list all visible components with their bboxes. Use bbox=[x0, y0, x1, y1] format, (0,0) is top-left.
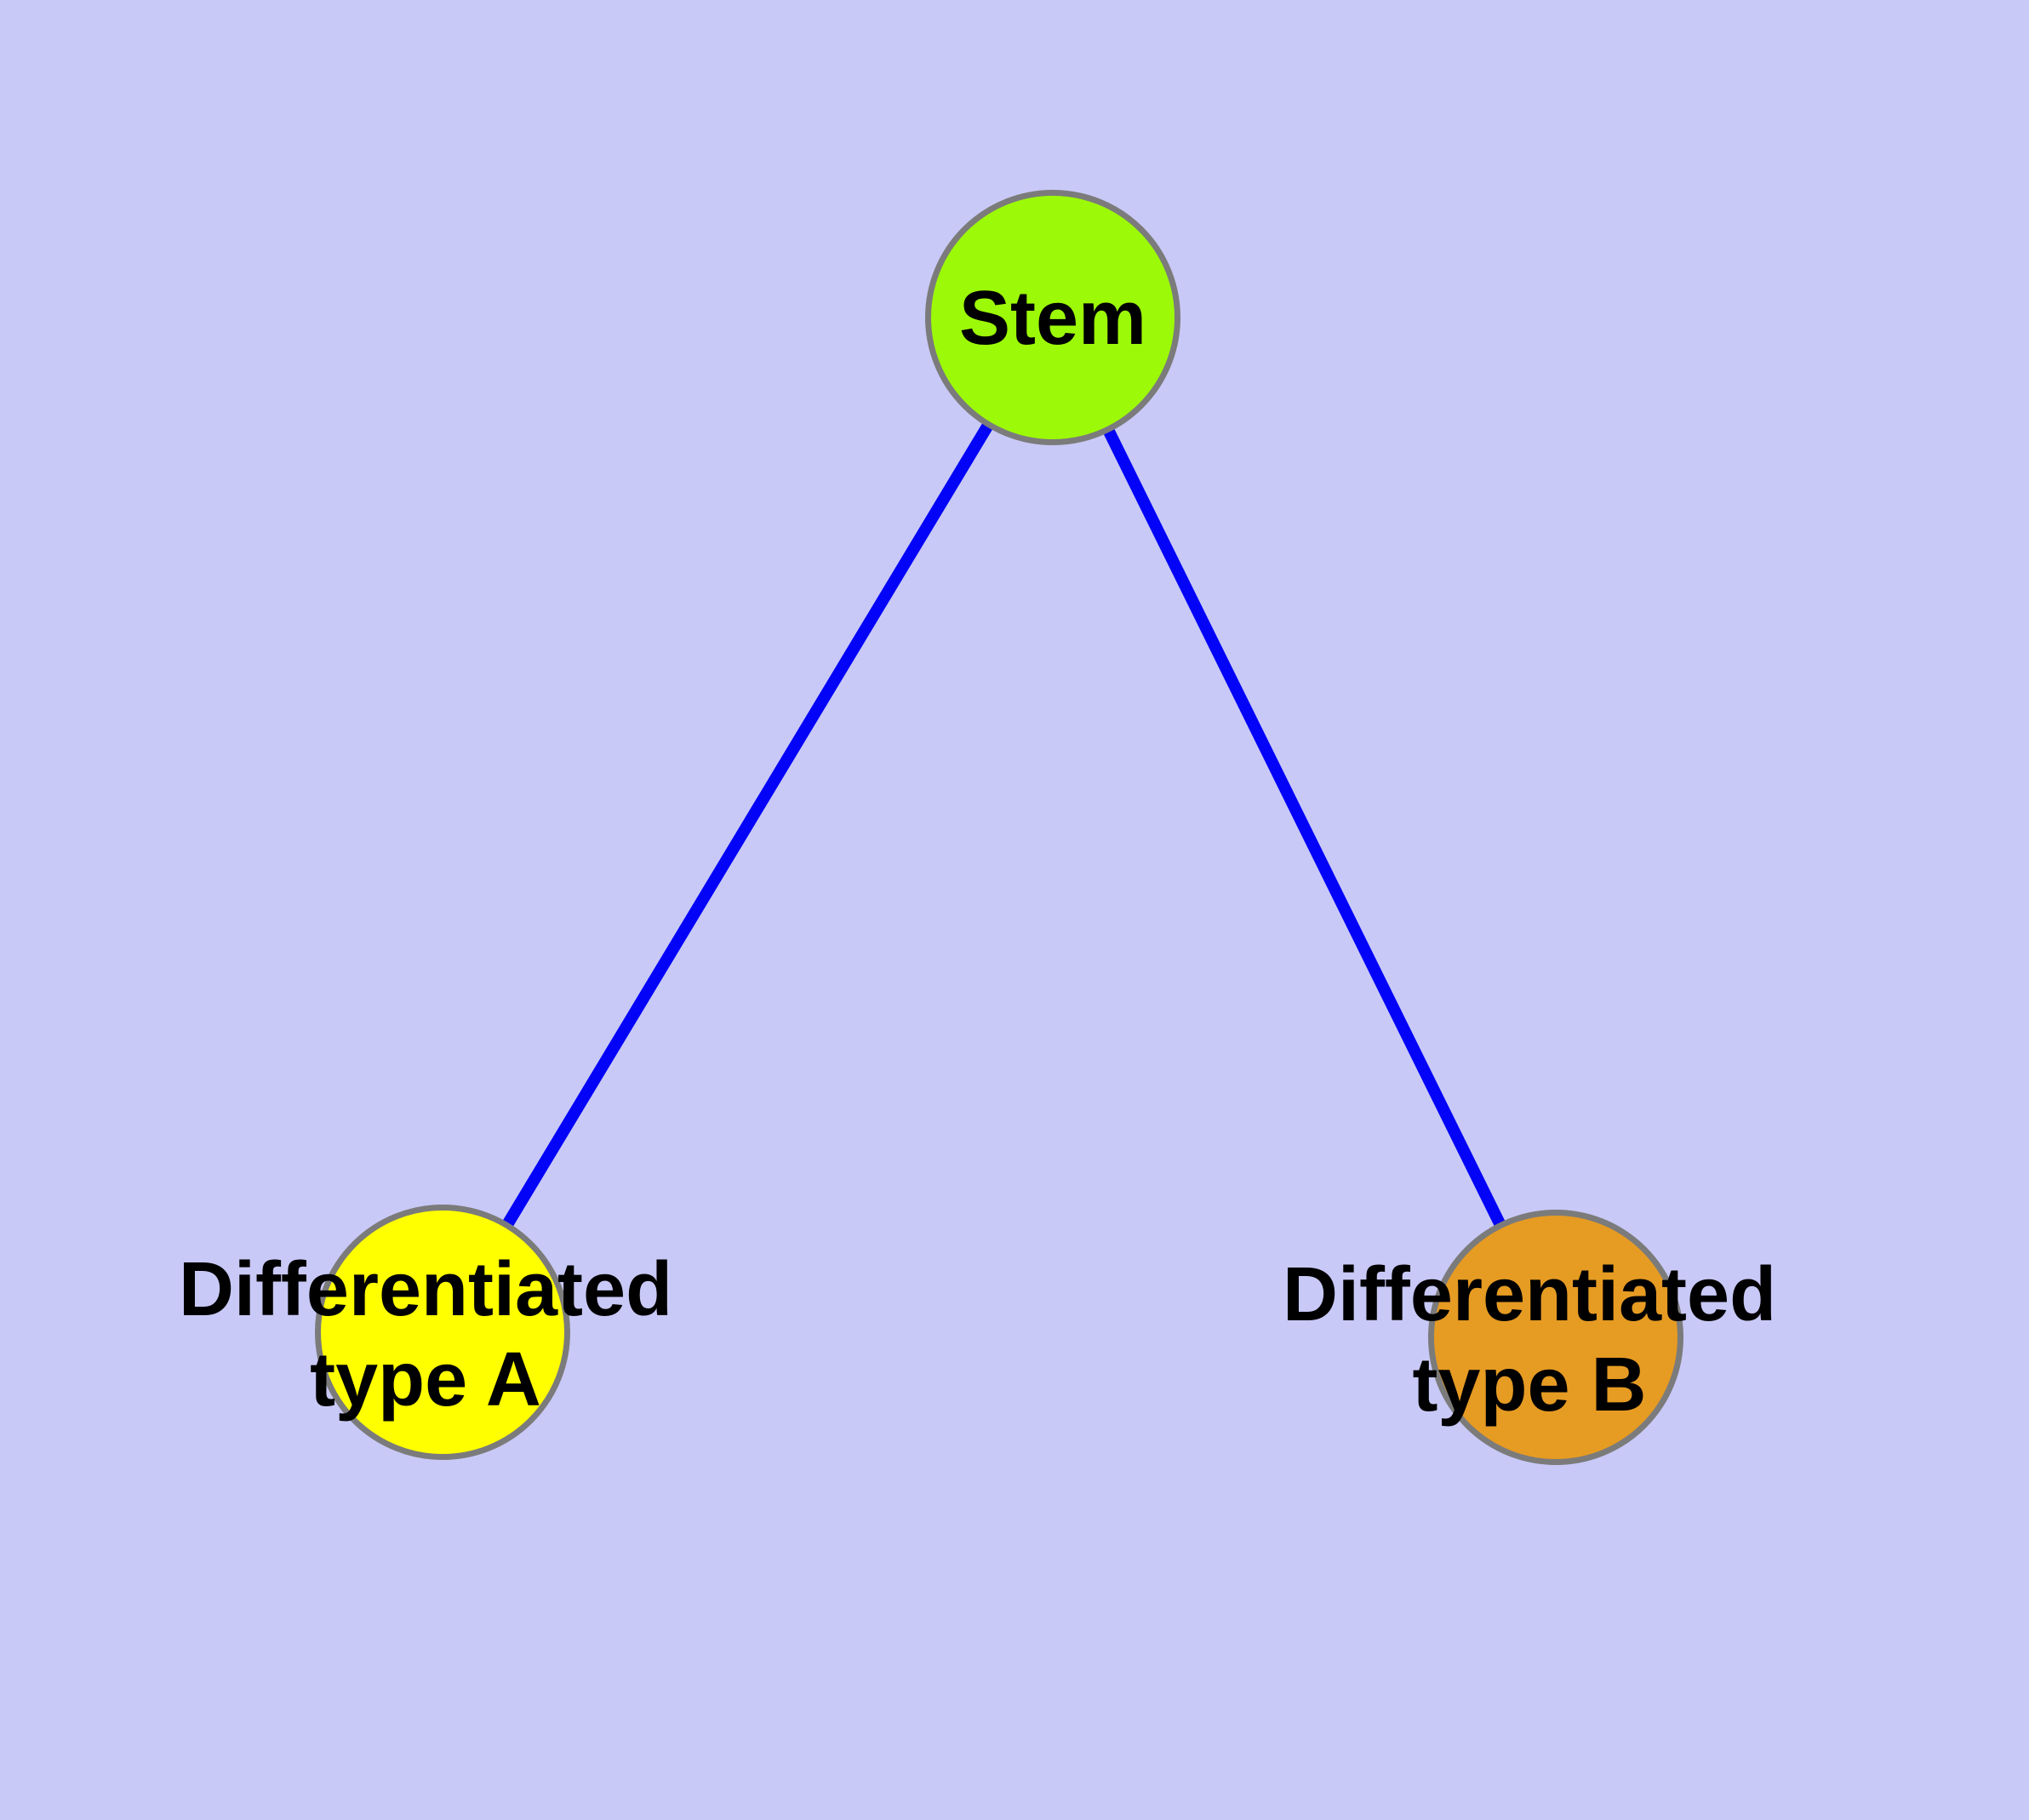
node-stem bbox=[925, 190, 1180, 445]
node-differentiated-type-a bbox=[315, 1205, 570, 1460]
edge-stem-to-type-b bbox=[1047, 314, 1562, 1341]
node-stem-label: Stem bbox=[958, 276, 1147, 361]
node-differentiated-type-b bbox=[1428, 1210, 1683, 1465]
edge-stem-to-type-a bbox=[437, 314, 1058, 1336]
node-differentiated-type-b-label: Differentiated type B bbox=[1282, 1252, 1777, 1428]
node-differentiated-type-a-label: Differentiated type A bbox=[178, 1247, 673, 1422]
